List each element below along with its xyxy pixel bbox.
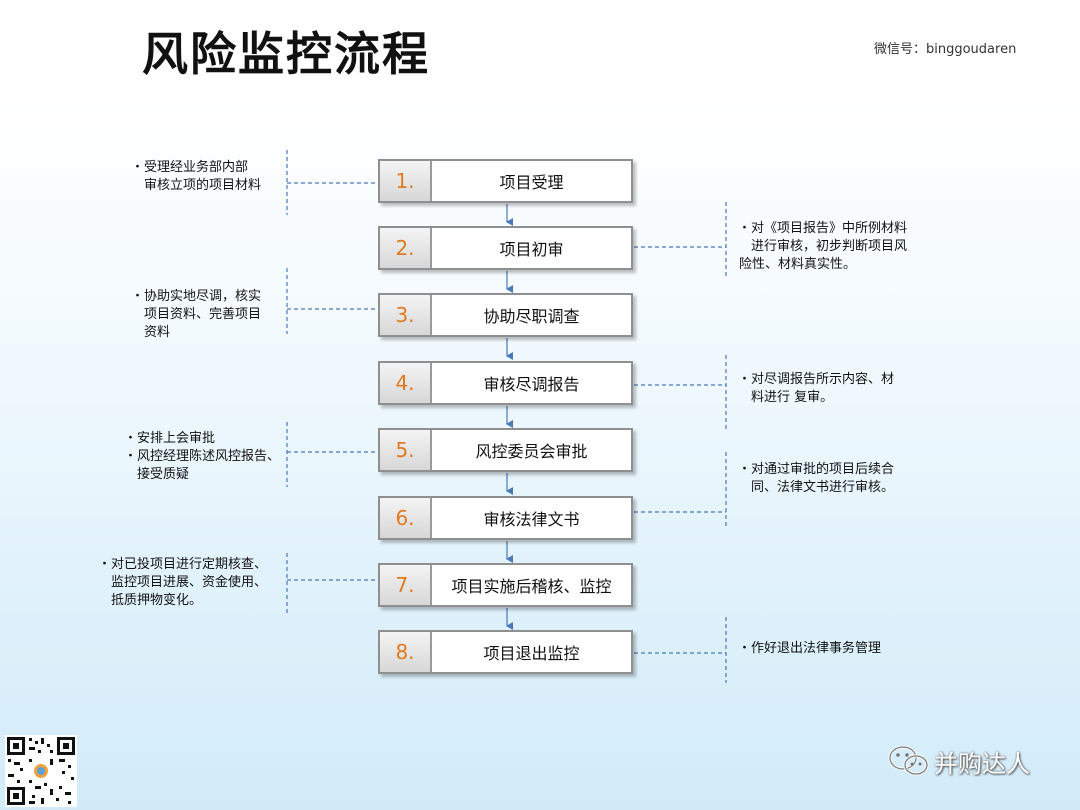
page-title: 风险监控流程 (142, 27, 430, 81)
wechat-icon (888, 745, 929, 776)
note-line: ・风控经理陈述风控报告、 (124, 449, 281, 464)
note-step-8: ・作好退出法律事务管理 (738, 640, 881, 658)
step-2-label: 项目初审 (499, 240, 564, 259)
step-1-number: 1. (380, 161, 432, 201)
note-line: ・作好退出法律事务管理 (738, 641, 882, 656)
step-2-box: 2. 项目初审 (378, 226, 633, 270)
step-7-number: 7. (380, 565, 432, 605)
brand-name: 并购达人 (934, 750, 1030, 778)
step-3-box: 3. 协助尽职调查 (378, 293, 633, 337)
step-3-number: 3. (380, 295, 432, 335)
note-line: 接受质疑 (137, 467, 190, 482)
note-step-3: ・协助实地尽调，核实 项目资料、完善项目 资料 (131, 288, 261, 342)
step-2-number: 2. (380, 228, 432, 268)
note-line: 进行审核，初步判断项目风 (751, 239, 908, 254)
note-line: 监控项目进展、资金使用、 (111, 575, 268, 590)
step-4-box: 4. 审核尽调报告 (378, 361, 633, 405)
step-7-box: 7. 项目实施后稽核、监控 (378, 563, 633, 607)
note-step-5: ・安排上会审批 ・风控经理陈述风控报告、 接受质疑 (124, 430, 280, 484)
step-5-number: 5. (380, 430, 432, 470)
step-4-number: 4. (380, 363, 432, 403)
qr-code-icon (5, 735, 77, 807)
note-line: ・安排上会审批 (124, 431, 216, 446)
step-8-label: 项目退出监控 (483, 644, 580, 663)
step-6-box: 6. 审核法律文书 (378, 496, 633, 540)
note-line: ・受理经业务部内部 (131, 160, 249, 175)
step-1-box: 1. 项目受理 (378, 159, 633, 203)
note-step-7: ・对已投项目进行定期核查、 监控项目进展、资金使用、 抵质押物变化。 (98, 556, 267, 610)
note-line: ・对《项目报告》中所例材料 (738, 221, 908, 236)
note-step-1: ・受理经业务部内部 审核立项的项目材料 (131, 159, 261, 195)
step-8-box: 8. 项目退出监控 (378, 630, 633, 674)
note-line: 抵质押物变化。 (111, 593, 203, 608)
step-6-label: 审核法律文书 (483, 510, 580, 529)
note-line: ・对尽调报告所示内容、材 (738, 372, 895, 387)
note-line: 险性、材料真实性。 (739, 257, 857, 272)
note-line: ・对已投项目进行定期核查、 (98, 557, 268, 572)
step-1-label: 项目受理 (499, 173, 564, 192)
wechat-id: 微信号：binggoudaren (874, 42, 1017, 57)
note-step-4: ・对尽调报告所示内容、材 料进行 复审。 (738, 371, 894, 407)
step-8-number: 8. (380, 632, 432, 672)
note-line: 同、法律文书进行审核。 (751, 480, 895, 495)
note-step-2: ・对《项目报告》中所例材料 进行审核，初步判断项目风 险性、材料真实性。 (738, 220, 907, 274)
step-3-label: 协助尽职调查 (483, 307, 580, 326)
note-line: 料进行 复审。 (751, 390, 834, 405)
step-4-label: 审核尽调报告 (483, 375, 580, 394)
step-5-box: 5. 风控委员会审批 (378, 428, 633, 472)
note-line: 资料 (144, 325, 171, 340)
step-5-label: 风控委员会审批 (475, 442, 588, 461)
note-line: 项目资料、完善项目 (144, 307, 262, 322)
note-line: ・对通过审批的项目后续合 (738, 462, 895, 477)
note-step-6: ・对通过审批的项目后续合 同、法律文书进行审核。 (738, 461, 894, 497)
step-7-label: 项目实施后稽核、监控 (451, 577, 612, 596)
note-line: ・协助实地尽调，核实 (131, 289, 262, 304)
note-line: 审核立项的项目材料 (144, 178, 262, 193)
step-6-number: 6. (380, 498, 432, 538)
